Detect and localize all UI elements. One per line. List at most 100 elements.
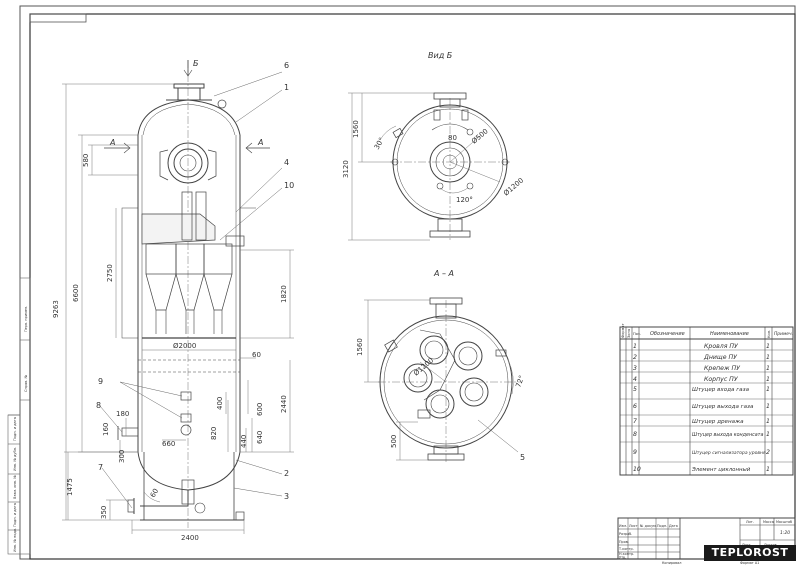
sheet-frame — [19, 5, 796, 560]
aa-angle-72: 72° — [514, 374, 526, 388]
spec-pos: 4 — [633, 376, 637, 383]
vb-dim-3120: 3120 — [342, 160, 350, 178]
tb-col-sign: Подп. — [657, 524, 667, 528]
tb-col-list: Лист — [629, 524, 638, 528]
dim-350: 350 — [100, 506, 108, 519]
view-b-title: Вид Б — [428, 51, 453, 60]
spec-qty: 2 — [766, 449, 770, 456]
strip-label-4: Инв. № дубл. — [13, 447, 17, 471]
dim-820: 820 — [210, 427, 218, 440]
dim-shell-diameter: Ø2000 — [173, 342, 196, 350]
tb-scale-value: 1:20 — [780, 530, 790, 536]
view-b — [390, 92, 510, 240]
main-view-labels: Б А А 6 1 4 10 9 8 7 2 3 5 — [96, 59, 525, 501]
main-dimension-lines — [62, 83, 294, 534]
leader-2: 2 — [284, 469, 289, 478]
tb-role-1: Разраб. — [619, 532, 632, 536]
leader-1: 1 — [284, 83, 289, 92]
vb-dim-d500: Ø500 — [470, 127, 490, 145]
spec-table-rows: 1 Кровля ПУ 1 2 Днище ПУ 1 3 Крепеж ПУ 1… — [633, 343, 770, 473]
section-a-a-dims — [364, 299, 514, 461]
dim-2400: 2400 — [181, 534, 199, 542]
leader-10: 10 — [284, 181, 294, 190]
dim-2750: 2750 — [106, 264, 114, 282]
spec-qty: 1 — [766, 376, 770, 383]
spec-pos: 8 — [633, 431, 637, 438]
dim-180: 180 — [116, 410, 129, 418]
leader-9: 9 — [98, 377, 103, 386]
spec-qty: 1 — [766, 418, 770, 425]
view-b-arrow-label: Б — [193, 59, 199, 68]
view-b-dims — [348, 92, 501, 241]
dim-1475: 1475 — [66, 478, 74, 496]
dim-60-bottom: 60 — [149, 487, 160, 499]
leader-6: 6 — [284, 61, 289, 70]
left-strip — [7, 277, 31, 555]
section-a-a — [378, 297, 520, 462]
spec-name: Штуцер выхода газа — [692, 404, 754, 410]
spec-pos: 5 — [633, 386, 637, 393]
tb-role-3: Т.контр. — [618, 547, 634, 551]
dim-60-right: 60 — [252, 351, 261, 359]
tb-copied: Копировал — [662, 561, 681, 565]
leader-7: 7 — [98, 463, 103, 472]
tb-mass: Масса — [763, 520, 774, 524]
spec-pos: 3 — [633, 365, 637, 372]
tb-lit: Лит. — [746, 520, 754, 524]
aa-dim-1560: 1560 — [356, 338, 364, 356]
strip-label-7: Инв. № подл. — [13, 528, 17, 552]
spec-name: Штуцер дренажа — [692, 419, 744, 425]
drawing-frame — [29, 13, 796, 560]
vb-angle-30: 30° — [373, 136, 386, 151]
dim-400: 400 — [216, 397, 224, 410]
tb-col-doc: № докум. — [640, 524, 657, 528]
section-mark-left: А — [109, 138, 115, 147]
tb-col-date: Дата — [669, 524, 678, 528]
leader-5: 5 — [520, 453, 525, 462]
spec-header-note: Примеч. — [774, 331, 793, 337]
spec-header-format: Формат — [621, 323, 625, 338]
dim-580: 580 — [82, 154, 90, 167]
spec-header-pos: Поз. — [633, 332, 641, 336]
dim-300: 300 — [118, 450, 126, 463]
dim-total-height: 9263 — [52, 300, 60, 318]
brand-watermark: TEPLOROST — [704, 545, 796, 561]
spec-header-zone: Зона — [627, 329, 631, 338]
vb-dim-80: 80 — [448, 134, 457, 142]
dim-height-upper: 6600 — [72, 284, 80, 302]
tb-format: Формат А1 — [740, 561, 759, 565]
spec-name: Штуцер выхода конденсата — [692, 432, 763, 438]
leader-4: 4 — [284, 158, 289, 167]
vb-angle-120: 120° — [456, 196, 473, 204]
spec-name: Днище ПУ — [703, 354, 738, 361]
spec-pos: 1 — [633, 343, 637, 350]
leader-lines — [99, 71, 519, 509]
spec-pos: 9 — [633, 449, 637, 456]
spec-header-designation: Обозначение — [650, 331, 685, 337]
dim-640: 640 — [256, 431, 264, 444]
spec-table-grid — [619, 326, 794, 476]
dim-440: 440 — [240, 435, 248, 448]
spec-pos: 2 — [633, 354, 637, 361]
section-marks — [104, 60, 270, 154]
spec-name: Крепеж ПУ — [704, 365, 741, 372]
tb-scale-label: Масштаб — [776, 520, 792, 524]
strip-label-2: Справ. № — [24, 375, 28, 392]
tb-role-2: Пров. — [619, 540, 629, 544]
dim-600: 600 — [256, 403, 264, 416]
spec-qty: 1 — [766, 386, 770, 393]
strip-label-6: Подп. и дата — [13, 503, 17, 527]
spec-name: Кровля ПУ — [704, 343, 739, 350]
top-stamp-box — [29, 13, 87, 23]
strip-label-5: Взам. инв. № — [13, 475, 17, 499]
leader-8: 8 — [96, 401, 101, 410]
spec-pos: 10 — [633, 466, 641, 473]
leader-3: 3 — [284, 492, 289, 501]
spec-header-qty: Кол. — [767, 330, 771, 338]
spec-header-name: Наименование — [710, 331, 749, 337]
spec-qty: 1 — [766, 403, 770, 410]
dim-660: 660 — [162, 440, 175, 448]
spec-qty: 1 — [766, 365, 770, 372]
spec-qty: 1 — [766, 466, 770, 473]
